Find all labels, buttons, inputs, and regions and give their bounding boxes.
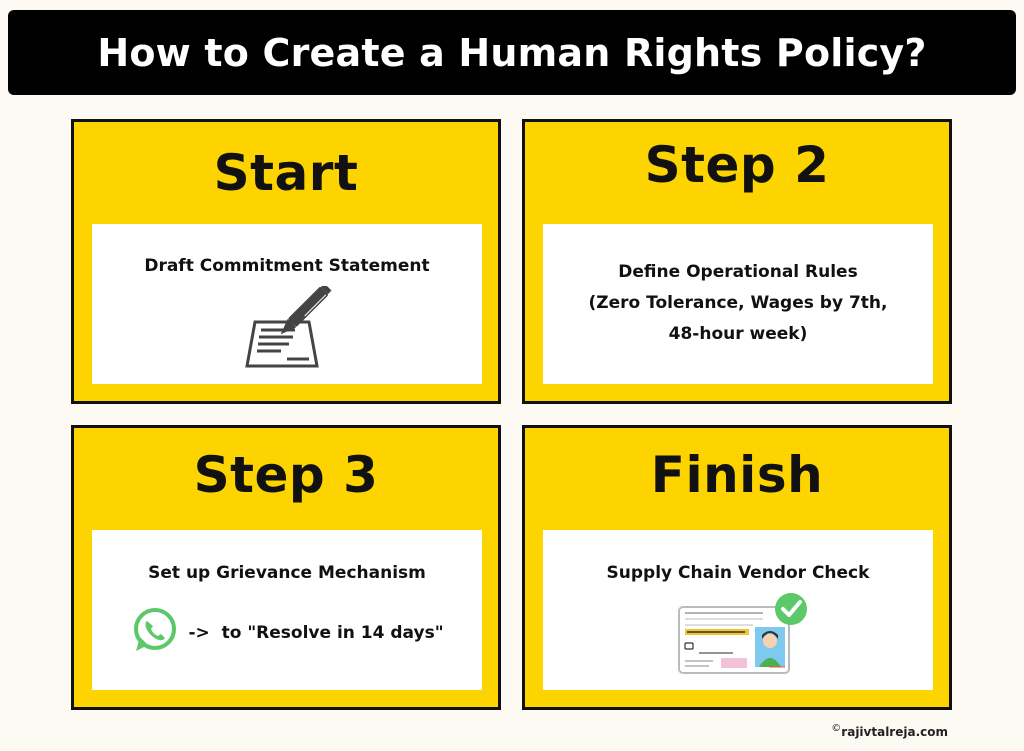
step-heading: Finish <box>650 446 824 504</box>
step-panel: Supply Chain Vendor Check <box>543 530 933 690</box>
step-description-line-3: 48-hour week) <box>668 324 808 344</box>
step-panel: Draft Commitment Statement <box>92 224 482 384</box>
step-description: Supply Chain Vendor Check <box>606 563 870 583</box>
step-heading: Step 3 <box>193 446 379 504</box>
step-card-3: Step 3 Set up Grievance Mechanism -> to … <box>71 425 501 710</box>
step-panel: Define Operational Rules (Zero Tolerance… <box>543 224 933 384</box>
step-description: Draft Commitment Statement <box>144 256 430 276</box>
step-heading: Start <box>213 144 359 202</box>
whatsapp-icon <box>130 607 178 659</box>
copyright-icon: © <box>831 723 842 734</box>
page-title: How to Create a Human Rights Policy? <box>97 30 927 75</box>
step-card-2: Step 2 Define Operational Rules (Zero To… <box>522 119 952 404</box>
verified-id-card-icon <box>673 591 813 679</box>
title-bar: How to Create a Human Rights Policy? <box>8 10 1016 95</box>
footer-credit: ©rajivtalreja.com <box>831 723 948 739</box>
document-pen-icon <box>241 283 333 374</box>
step-description-line-2: (Zero Tolerance, Wages by 7th, <box>588 293 888 313</box>
grievance-resolution-caption: -> to "Resolve in 14 days" <box>188 622 444 643</box>
step-panel: Set up Grievance Mechanism -> to "Resolv… <box>92 530 482 690</box>
step-card-start: Start Draft Commitment Statement <box>71 119 501 404</box>
step-card-finish: Finish Supply Chain Vendor Check <box>522 425 952 710</box>
step-description: Set up Grievance Mechanism <box>148 563 426 583</box>
step-description-line-1: Define Operational Rules <box>618 262 858 282</box>
step-heading: Step 2 <box>644 136 830 194</box>
credit-text: rajivtalreja.com <box>841 725 948 739</box>
